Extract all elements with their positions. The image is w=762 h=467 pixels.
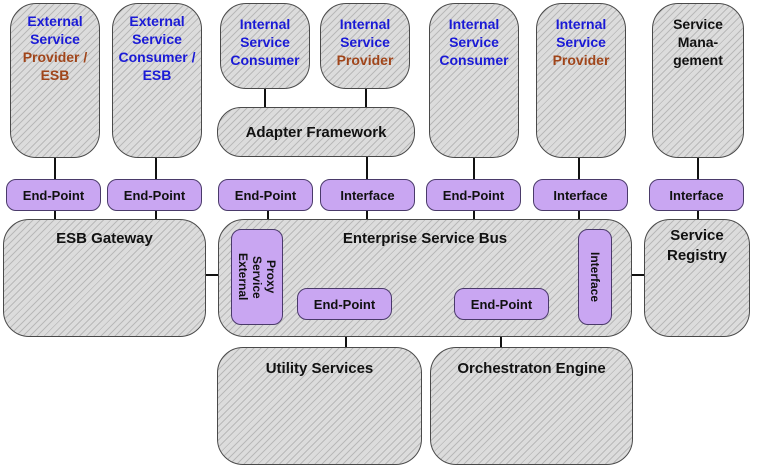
internal-provider-1-line2: Service [340,34,390,50]
line-if3-registry [697,210,699,220]
internal-service-provider-box-2: Internal Service Provider [536,3,626,158]
service-registry-line1: Service [670,227,724,244]
external-provider-line4: ESB [40,67,70,83]
external-provider-line1: External [27,13,83,29]
line-ep4-esb [473,210,475,220]
proxy-line3: Proxy [264,260,278,294]
interface-adapter: Interface [320,179,415,211]
esb-endpoint-utility: End-Point [297,288,392,320]
esb-endpoint-orchestration: End-Point [454,288,549,320]
external-service-provider-box: External Service Provider / ESB [10,3,100,158]
esb-interface: Interface [578,229,612,325]
endpoint-internal-consumer: End-Point [218,179,313,211]
external-consumer-line3: Consumer / [118,49,196,65]
enterprise-service-bus-label: Enterprise Service Bus [342,230,508,247]
service-management-line1: Service [673,16,723,32]
line-ep3-esb [267,210,269,220]
orchestration-engine-label: Orchestraton Engine [457,360,606,377]
external-consumer-line4: ESB [142,67,172,83]
line-ep1-gateway [54,210,56,220]
internal-provider-2-line1: Internal [555,16,607,32]
line-ext-consumer [155,156,157,180]
utility-services-box: Utility Services [217,347,422,465]
line-if2-esb [578,210,580,220]
external-service-proxy: External Service Proxy [231,229,283,325]
endpoint-ext-consumer: End-Point [107,179,202,211]
interface-internal-provider-2: Interface [533,179,628,211]
internal-service-consumer-box-1: Internal Service Consumer [220,3,310,89]
proxy-line1: External [236,253,250,301]
external-provider-line3: Provider / [22,49,88,65]
line-ext-provider [54,156,56,180]
line-adapter-interface [366,157,368,180]
esb-interface-label: Interface [588,251,602,303]
orchestration-engine-box: Orchestraton Engine [430,347,633,465]
interface-service-management: Interface [649,179,744,211]
enterprise-service-bus-box: Enterprise Service Bus [218,219,632,337]
adapter-framework-label: Adapter Framework [245,124,387,141]
line-int-consumer-2 [473,156,475,180]
internal-service-consumer-box-2: Internal Service Consumer [429,3,519,158]
line-ep2-gateway [155,210,157,220]
external-service-consumer-box: External Service Consumer / ESB [112,3,202,158]
service-registry-box: Service Registry [644,219,750,337]
internal-provider-1-line3: Provider [336,52,394,68]
external-provider-line2: Service [30,31,80,47]
external-consumer-line1: External [129,13,185,29]
proxy-line2: Service [250,255,264,299]
service-management-line3: gement [673,52,723,68]
internal-consumer-1-line1: Internal [239,16,291,32]
internal-consumer-2-line3: Consumer [439,52,509,68]
internal-provider-2-line3: Provider [552,52,610,68]
internal-consumer-2-line2: Service [449,34,499,50]
internal-consumer-1-line2: Service [240,34,290,50]
endpoint-internal-consumer-2: End-Point [426,179,521,211]
utility-services-label: Utility Services [265,360,374,377]
adapter-framework-box: Adapter Framework [217,107,415,157]
internal-provider-2-line2: Service [556,34,606,50]
internal-provider-1-line1: Internal [339,16,391,32]
line-int-provider-adapter [365,87,367,109]
service-management-box: Service Mana- gement [652,3,744,158]
internal-consumer-1-line3: Consumer [230,52,300,68]
line-service-mgmt [697,156,699,180]
internal-service-provider-box-1: Internal Service Provider [320,3,410,89]
internal-consumer-2-line1: Internal [448,16,500,32]
line-int-consumer-adapter [264,87,266,109]
external-consumer-line2: Service [132,31,182,47]
endpoint-ext-provider: End-Point [6,179,101,211]
esb-gateway-box: ESB Gateway [3,219,206,337]
service-registry-line2: Registry [666,247,728,264]
service-management-line2: Mana- [677,34,719,50]
esb-gateway-label: ESB Gateway [56,230,153,247]
line-if1-esb [366,210,368,220]
line-int-provider-2 [578,156,580,180]
